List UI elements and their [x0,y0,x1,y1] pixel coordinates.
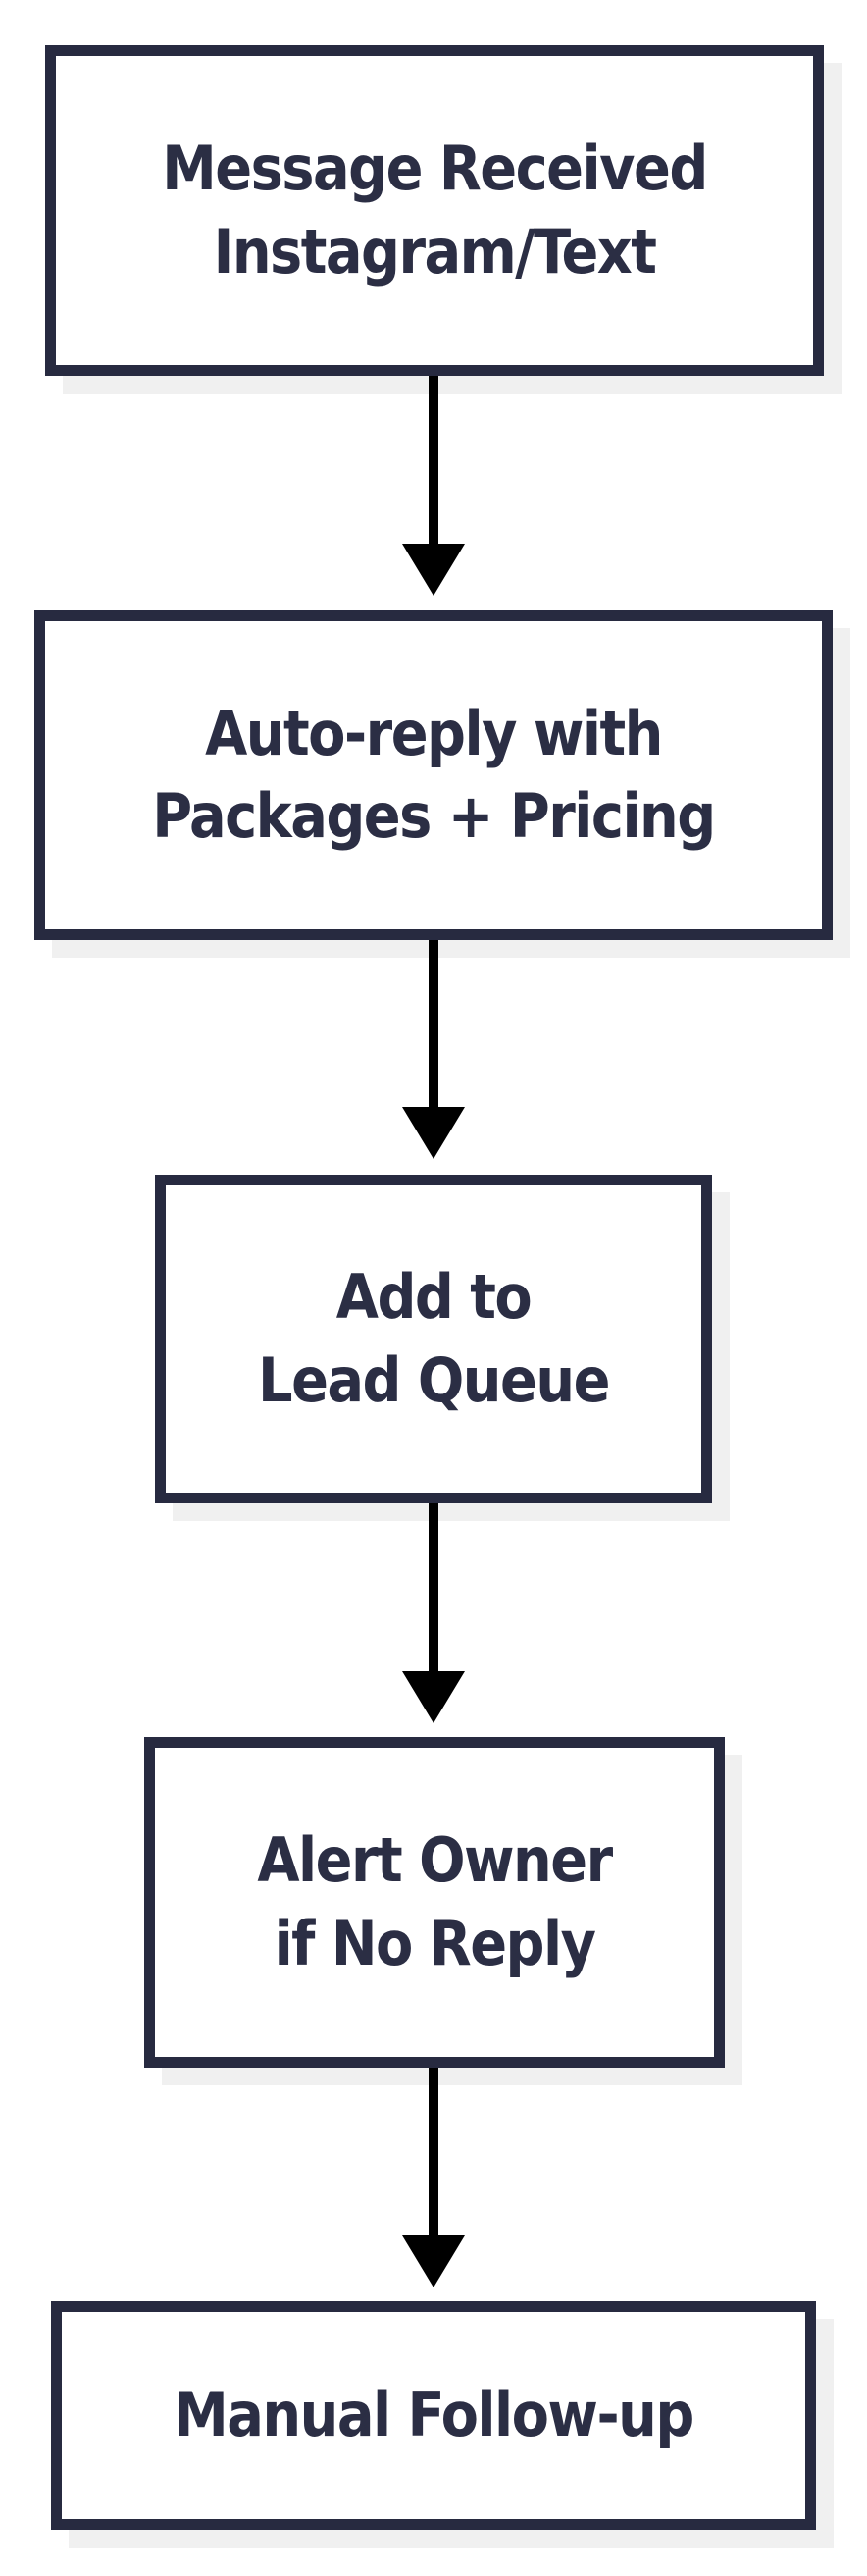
arrow-shaft [429,2068,438,2235]
arrow-head-icon [402,1671,465,1723]
node-text-line: Lead Queue [258,1343,610,1416]
arrow-head-icon [402,1107,465,1159]
arrow-shaft [429,376,438,544]
down-arrow-connector [402,376,465,596]
flow-node-auto-reply: Auto-reply with Packages + Pricing [34,610,833,940]
arrow-shaft [429,940,438,1107]
arrow-shaft [429,1503,438,1671]
node-text-line: Manual Follow-up [174,2379,694,2451]
arrow-head-icon [402,2235,465,2287]
node-text-line: Add to [335,1261,533,1334]
node-text-line: Packages + Pricing [152,780,716,852]
flow-node-lead-queue: Add to Lead Queue [155,1175,712,1503]
node-text-line: Alert Owner [257,1824,613,1897]
flow-node-message-received: Message Received Instagram/Text [45,45,824,376]
arrow-head-icon [402,544,465,596]
down-arrow-connector [402,1503,465,1723]
node-text-line: Message Received [162,132,708,205]
down-arrow-connector [402,940,465,1159]
node-text-line: if No Reply [274,1907,596,1979]
flow-node-alert-owner: Alert Owner if No Reply [144,1737,725,2068]
flow-node-manual-follow-up: Manual Follow-up [51,2301,816,2530]
node-text-line: Auto-reply with [205,697,663,769]
node-text-line: Instagram/Text [213,215,657,288]
down-arrow-connector [402,2068,465,2287]
